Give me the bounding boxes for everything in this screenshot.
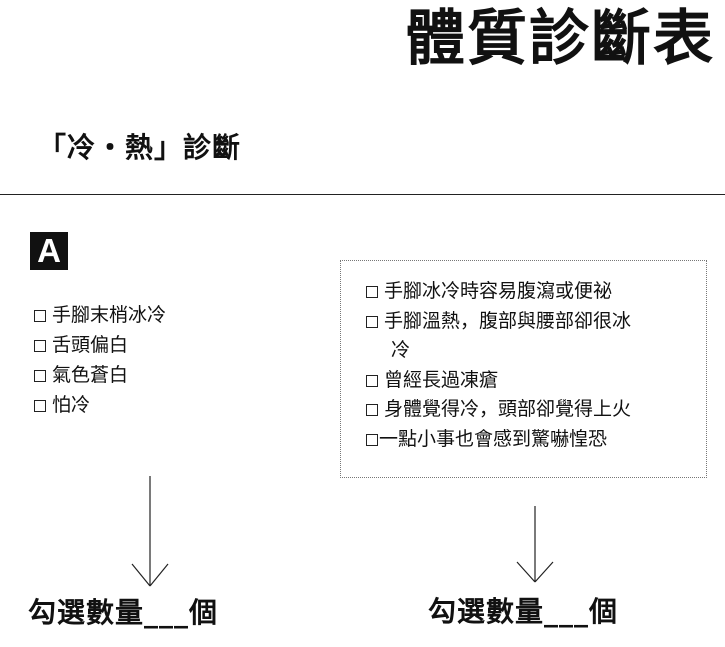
checkbox-icon[interactable]	[366, 433, 378, 446]
group-b-box	[340, 260, 707, 478]
divider	[0, 194, 725, 195]
arrow-down-icon	[516, 506, 554, 583]
checklist-item-label: 手腳冰冷時容易腹瀉或便祕	[384, 280, 613, 302]
checkbox-icon[interactable]	[366, 374, 378, 387]
group-a-checklist: 手腳末梢冰冷 舌頭偏白 氣色蒼白 怕冷	[34, 300, 166, 420]
checkbox-icon[interactable]	[366, 404, 378, 416]
checklist-item-label: 一點小事也會感到驚嚇惶恐	[379, 427, 608, 450]
checklist-item[interactable]: 舌頭偏白	[34, 330, 166, 360]
checklist-item-label: 曾經長過凍瘡	[384, 368, 499, 391]
checklist-item[interactable]: 曾經長過凍瘡	[366, 366, 706, 396]
checklist-item-label: 怕冷	[52, 394, 91, 416]
checkbox-icon[interactable]	[34, 310, 46, 322]
checklist-item-label: 舌頭偏白	[52, 334, 129, 356]
checklist-item[interactable]: 一點小事也會感到驚嚇惶恐	[366, 425, 706, 455]
count-suffix: 個	[189, 596, 219, 629]
checklist-item[interactable]: 手腳溫熱，腹部與腰部卻很冰 冷	[366, 307, 706, 366]
group-a-count-label: 勾選數量___個	[28, 596, 218, 630]
checkbox-icon[interactable]	[34, 370, 46, 382]
checklist-item-label: 手腳溫熱，腹部與腰部卻很冰	[384, 309, 632, 332]
page-title: 體質診斷表	[405, 4, 715, 74]
checklist-item[interactable]: 怕冷	[34, 390, 166, 420]
count-suffix: 個	[589, 595, 619, 628]
checklist-item-label-continued: 冷	[391, 339, 411, 361]
arrow-down-icon	[131, 476, 169, 587]
checkbox-icon[interactable]	[366, 315, 378, 328]
section-heading: 「冷・熱」診斷	[38, 131, 242, 164]
checkbox-icon[interactable]	[34, 340, 46, 352]
checklist-item[interactable]: 身體覺得冷，頭部卻覺得上火	[366, 395, 706, 425]
checklist-item[interactable]: 手腳冰冷時容易腹瀉或便祕	[366, 277, 706, 307]
checklist-item-label: 手腳末梢冰冷	[52, 304, 167, 326]
count-blank[interactable]: ___	[544, 595, 590, 628]
group-b-count-label: 勾選數量___個	[428, 595, 618, 629]
checklist-item[interactable]: 手腳末梢冰冷	[34, 300, 166, 330]
group-a-badge: A	[30, 232, 68, 270]
checkbox-icon[interactable]	[34, 400, 46, 412]
group-b-checklist: 手腳冰冷時容易腹瀉或便祕 手腳溫熱，腹部與腰部卻很冰 冷 曾經長過凍瘡 身體覺得…	[366, 277, 706, 454]
count-prefix: 勾選數量	[28, 596, 145, 629]
count-prefix: 勾選數量	[428, 595, 545, 628]
count-blank[interactable]: ___	[144, 596, 190, 629]
checklist-item-label: 氣色蒼白	[52, 364, 129, 386]
checklist-item-label: 身體覺得冷，頭部卻覺得上火	[384, 398, 632, 420]
checklist-item[interactable]: 氣色蒼白	[34, 360, 166, 390]
checkbox-icon[interactable]	[366, 286, 378, 298]
